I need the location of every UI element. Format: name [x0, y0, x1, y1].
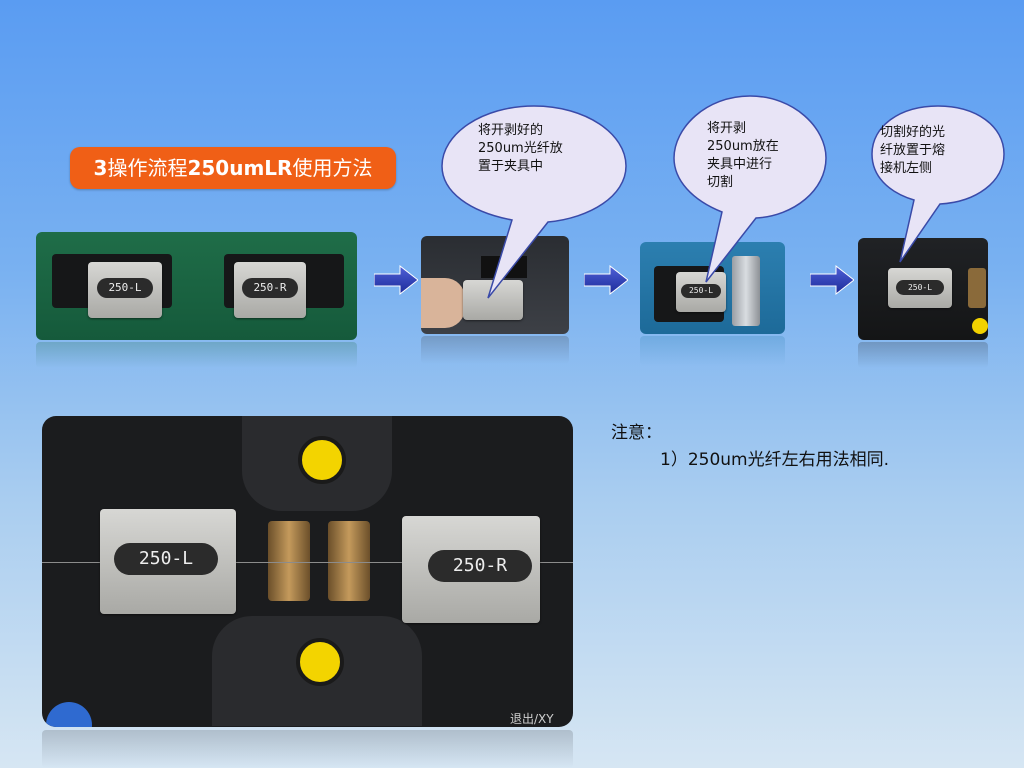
right-v-groove: [328, 521, 370, 601]
bubble-1-line-3: 置于夹具中: [478, 159, 544, 174]
arrow-right-icon: [810, 265, 854, 295]
left-v-groove: [268, 521, 310, 601]
bubble-1-line-2: 250um光纤放: [478, 141, 563, 156]
bubble-2-line-2: 250um放在: [707, 139, 779, 154]
big-left-clamp: 250-L: [100, 509, 236, 614]
bubble-2-line-3: 夹具中进行: [707, 157, 773, 172]
warning-icon-top: [298, 436, 346, 484]
bubble-3-text: 切割好的光 纤放置于熔 接机左侧: [880, 124, 945, 178]
blue-button: [46, 702, 92, 727]
big-right-clamp: 250-R: [402, 516, 540, 623]
placing-fiber-photo: [421, 236, 569, 334]
bubble-3-line-1: 切割好的光: [880, 125, 946, 140]
cleaving-photo: 250-L: [640, 242, 785, 334]
left-clamp-label: 250-L: [97, 278, 153, 298]
placing-photo-reflection: [421, 336, 569, 364]
splicer-closeup-photo: 250-L 250-R 退出/XY: [42, 416, 573, 727]
closeup-photo-reflection: [42, 730, 573, 768]
bubble-3-line-3: 接机左侧: [880, 161, 933, 176]
cleaver-clamp-label: 250-L: [681, 284, 721, 298]
title-part2: 使用方法: [292, 156, 373, 180]
note-heading: 注意：: [611, 423, 662, 443]
warning-icon-bottom: [296, 638, 344, 686]
splicer-left-photo: 250-L: [858, 238, 988, 340]
speech-bubble-1: [441, 105, 627, 299]
big-left-clamp-label: 250-L: [114, 543, 218, 575]
splicer-clamp-label: 250-L: [896, 280, 944, 295]
bubble-2-line-4: 切割: [707, 175, 734, 190]
speech-bubble-3: [871, 105, 1005, 263]
right-clamp-label: 250-R: [242, 278, 298, 298]
speech-bubble-2: [673, 95, 827, 283]
title-part1: 操作流程: [107, 156, 188, 180]
arrow-right-icon: [374, 265, 418, 295]
arrow-right-icon: [584, 265, 628, 295]
bubble-3-line-2: 纤放置于熔: [880, 143, 946, 158]
bubble-2-line-1: 将开剥: [707, 121, 747, 136]
title-code: 250umLR: [187, 156, 293, 180]
bubble-2-text: 将开剥 250um放在 夹具中进行 切割: [707, 120, 779, 192]
cleaving-photo-reflection: [640, 336, 785, 366]
section-title-badge: 3操作流程250umLR使用方法: [70, 147, 396, 189]
clamps-photo: 250-L 250-R: [36, 232, 357, 340]
title-prefix: 3: [93, 156, 108, 180]
photo-corner-text: 退出/XY: [510, 712, 554, 726]
bubble-1-text: 将开剥好的 250um光纤放 置于夹具中: [478, 122, 563, 176]
warning-icon: [972, 318, 988, 334]
big-right-clamp-label: 250-R: [428, 550, 532, 582]
cleaver-clamp: 250-L: [676, 272, 726, 312]
right-clamp: 250-R: [234, 262, 306, 318]
clamps-photo-reflection: [36, 342, 357, 368]
finger: [421, 278, 465, 328]
bubble-1-line-1: 将开剥好的: [478, 123, 544, 138]
splicer-clamp: 250-L: [888, 268, 952, 308]
electrode-block: [968, 268, 986, 308]
cleaver-mechanism: [732, 256, 760, 326]
fiber-line: [42, 562, 573, 563]
splicer-photo-reflection: [858, 342, 988, 368]
note-item-1: 1）250um光纤左右用法相同.: [660, 450, 890, 470]
left-clamp: 250-L: [88, 262, 162, 318]
